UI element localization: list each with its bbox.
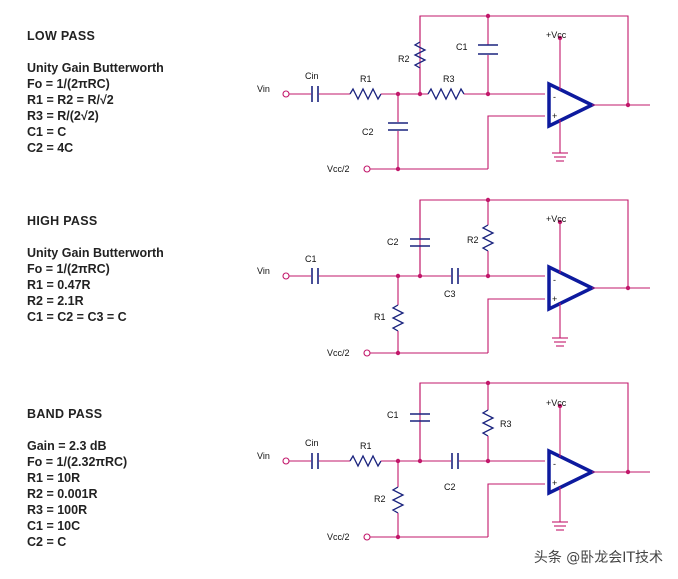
bandpass-r1-label: R1 — [360, 441, 372, 451]
lowpass-line: Fo = 1/(2πRC) — [27, 77, 110, 91]
highpass-minus-label: - — [553, 275, 556, 285]
highpass-title: HIGH PASS — [27, 214, 98, 228]
highpass-text: HIGH PASS Unity Gain Butterworth Fo = 1/… — [27, 213, 164, 325]
lowpass-line: C2 = 4C — [27, 141, 74, 155]
lowpass-c1-label: C1 — [456, 42, 468, 52]
highpass-subtitle: Unity Gain Butterworth — [27, 246, 164, 260]
bandpass-r1-resistor — [349, 454, 382, 468]
bandpass-r3-label: R3 — [500, 419, 512, 429]
lowpass-text: LOW PASS Unity Gain Butterworth Fo = 1/(… — [27, 28, 164, 156]
bandpass-c2-label: C2 — [444, 482, 456, 492]
bandpass-line: R2 = 0.001R — [27, 487, 98, 501]
lowpass-r1-resistor — [349, 87, 382, 101]
highpass-c2-label: C2 — [387, 237, 399, 247]
bandpass-vcc-label: +Vcc — [546, 398, 567, 408]
highpass-vcc-label: +Vcc — [546, 214, 567, 224]
bandpass-schematic: Vin Vcc/2 +Vcc Cin R1 R2 R3 C1 C2 - + — [257, 380, 650, 542]
highpass-r2-label: R2 — [467, 235, 479, 245]
bandpass-cin-label: Cin — [305, 438, 319, 448]
lowpass-vcc-label: +Vcc — [546, 30, 567, 40]
bandpass-vin-label: Vin — [257, 451, 270, 461]
lowpass-schematic: Vin Vcc/2 +Vcc Cin R1 R2 R3 C1 C2 - + — [257, 13, 650, 174]
lowpass-vin-label: Vin — [257, 84, 270, 94]
bandpass-line: C1 = 10C — [27, 519, 81, 533]
highpass-c3-label: C3 — [444, 289, 456, 299]
bandpass-r2-resistor — [391, 486, 405, 514]
lowpass-r2-resistor — [413, 41, 427, 69]
highpass-vin-label: Vin — [257, 266, 270, 276]
bandpass-vcc2-label: Vcc/2 — [327, 532, 350, 542]
lowpass-c2-label: C2 — [362, 127, 374, 137]
lowpass-cin-label: Cin — [305, 71, 319, 81]
bandpass-text: BAND PASS Gain = 2.3 dB Fo = 1/(2.32πRC)… — [27, 406, 127, 550]
highpass-r1-label: R1 — [374, 312, 386, 322]
highpass-r1-resistor — [391, 304, 405, 332]
lowpass-r1-label: R1 — [360, 74, 372, 84]
lowpass-minus-label: - — [553, 92, 556, 102]
lowpass-line: C1 = C — [27, 125, 67, 139]
lowpass-vcc2-label: Vcc/2 — [327, 164, 350, 174]
bandpass-minus-label: - — [553, 459, 556, 469]
bandpass-r2-label: R2 — [374, 494, 386, 504]
highpass-line: R2 = 2.1R — [27, 294, 84, 308]
highpass-line: R1 = 0.47R — [27, 278, 91, 292]
bandpass-opamp — [547, 448, 596, 496]
highpass-line: C1 = C2 = C3 = C — [27, 310, 127, 324]
bandpass-line: R3 = 100R — [27, 503, 88, 517]
watermark: 头条 @卧龙会IT技术 — [533, 550, 663, 566]
lowpass-r3-label: R3 — [443, 74, 455, 84]
lowpass-opamp — [547, 81, 596, 129]
lowpass-line: R1 = R2 = R/√2 — [27, 93, 114, 107]
highpass-vcc2-label: Vcc/2 — [327, 348, 350, 358]
lowpass-line: R3 = R/(2√2) — [27, 109, 99, 123]
highpass-line: Fo = 1/(2πRC) — [27, 262, 110, 276]
lowpass-plus-label: + — [552, 111, 557, 121]
highpass-r2-resistor — [481, 224, 495, 252]
lowpass-r2-label: R2 — [398, 54, 410, 64]
highpass-plus-label: + — [552, 294, 557, 304]
bandpass-line: Fo = 1/(2.32πRC) — [27, 455, 128, 469]
lowpass-subtitle: Unity Gain Butterworth — [27, 61, 164, 75]
bandpass-plus-label: + — [552, 478, 557, 488]
highpass-schematic: Vin Vcc/2 +Vcc C1 C2 C3 R1 R2 - + — [257, 197, 650, 358]
highpass-opamp — [547, 264, 596, 312]
bandpass-c1-label: C1 — [387, 410, 399, 420]
bandpass-line: R1 = 10R — [27, 471, 81, 485]
bandpass-title: BAND PASS — [27, 407, 103, 421]
lowpass-title: LOW PASS — [27, 29, 96, 43]
bandpass-line: Gain = 2.3 dB — [27, 439, 107, 453]
highpass-c1-label: C1 — [305, 254, 317, 264]
bandpass-line: C2 = C — [27, 535, 67, 549]
bandpass-r3-resistor — [481, 409, 495, 437]
lowpass-r3-resistor — [427, 87, 465, 101]
